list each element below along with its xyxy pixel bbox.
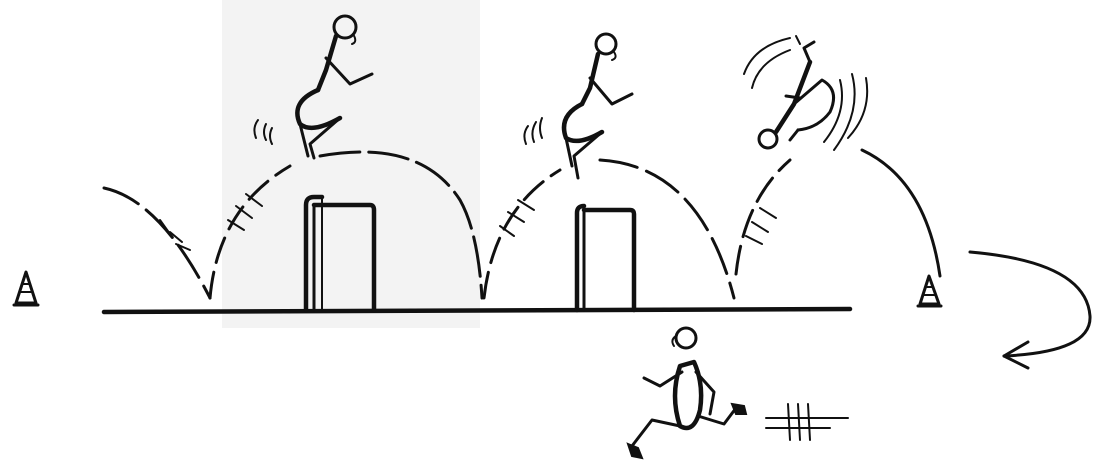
jump-arc-3	[484, 160, 734, 298]
shaded-panel	[222, 0, 480, 328]
return-arrow-icon	[970, 252, 1090, 368]
jump-arc-1	[104, 188, 210, 298]
crouch-jumper-2	[524, 34, 632, 178]
ground-line	[104, 309, 850, 312]
runner-figure	[628, 328, 848, 458]
start-cone-icon	[14, 272, 38, 305]
end-cone-icon	[918, 276, 941, 306]
jump-arc-4	[736, 150, 940, 276]
somersault-jumper	[744, 36, 867, 150]
hurdle-2	[577, 206, 634, 310]
